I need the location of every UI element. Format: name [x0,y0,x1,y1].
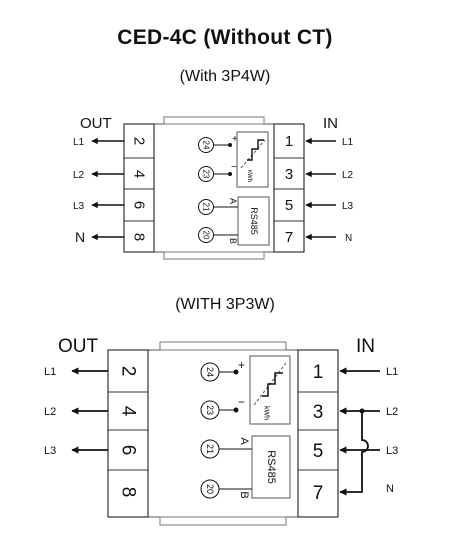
pulse-minus-sign: − [231,162,237,173]
rs485-label: RS485 [265,450,277,484]
meter-housing [123,123,305,253]
terminal-23: 23 [205,405,215,415]
terminal-7: 7 [285,229,293,246]
rs485-box [237,196,270,246]
terminal-4: 4 [118,406,139,417]
pulse-plus-sign: + [232,134,238,145]
left-line-L3: L3 [44,445,56,457]
rs485-box [251,435,291,499]
left-line-N: N [75,229,85,245]
terminal-2: 2 [118,366,139,377]
terminal-20: 20 [205,484,215,494]
l2-jumper-wire [339,411,369,496]
meter-housing [107,349,339,518]
terminal-3: 3 [285,166,293,183]
terminal-7: 7 [313,483,324,504]
kwh-label: kWh [246,170,252,182]
left-terminal-block [123,123,155,253]
pulse-waveform-icon [262,372,283,397]
kwh-label: kWh [263,406,270,420]
pulse-output-box [236,131,269,188]
subtitle-3p3w: (WITH 3P3W) [175,296,275,313]
terminal-21: 21 [205,444,215,454]
in-label: IN [356,336,375,357]
pulse-minus-sign: − [238,395,245,409]
left-line-L1: L1 [44,366,56,378]
in-label: IN [323,115,338,132]
left-line-L1: L1 [73,137,85,148]
terminal-20: 20 [202,231,211,240]
terminal-6: 6 [131,201,148,209]
right-line-L1: L1 [342,137,354,148]
main-title: CED-4C (Without CT) [117,26,333,49]
terminal-3: 3 [313,402,324,423]
rs485-pin-a: A [228,198,238,204]
right-line-L3: L3 [342,201,354,212]
diagram-3p3w: 2 4 6 8 1 3 5 7 OUT IN L1 L2 L3 L1 L2 L3… [44,336,398,526]
left-line-L3: L3 [73,201,85,212]
right-line-L1: L1 [386,366,398,378]
subtitle-3p4w: (With 3P4W) [179,68,271,85]
rs485-pin-a: A [238,437,250,445]
terminal-23: 23 [202,170,211,179]
right-line-N: N [386,483,394,495]
terminal-8: 8 [131,233,148,241]
terminal-5: 5 [313,441,324,462]
out-label: OUT [80,115,112,132]
terminal-6: 6 [118,445,139,456]
terminal-8: 8 [118,487,139,498]
right-line-N: N [345,233,352,244]
out-label: OUT [58,336,99,357]
terminal-2: 2 [131,137,148,145]
right-line-L3: L3 [386,445,398,457]
diagram-3p4w: 2 4 6 8 1 3 5 7 OUT IN L1 L2 L3 N L1 L2 … [73,115,354,260]
right-terminal-block [297,349,339,518]
terminal-1: 1 [285,133,293,150]
terminal-5: 5 [285,197,293,214]
terminal-24: 24 [202,141,211,150]
terminal-4: 4 [131,170,148,178]
rs485-label: RS485 [249,207,259,235]
pulse-output-box [249,355,291,425]
rs485-pin-b: B [238,491,250,498]
pulse-waveform-icon [247,139,264,161]
terminal-1: 1 [313,362,324,383]
terminal-21: 21 [202,203,211,212]
left-line-L2: L2 [73,170,85,181]
terminal-24: 24 [205,367,215,377]
left-line-L2: L2 [44,406,56,418]
left-terminal-block [107,349,149,518]
right-line-L2: L2 [386,406,398,418]
right-line-L2: L2 [342,170,354,181]
right-terminal-block [273,123,305,253]
pulse-plus-sign: + [238,358,245,372]
rs485-pin-b: B [228,238,238,244]
